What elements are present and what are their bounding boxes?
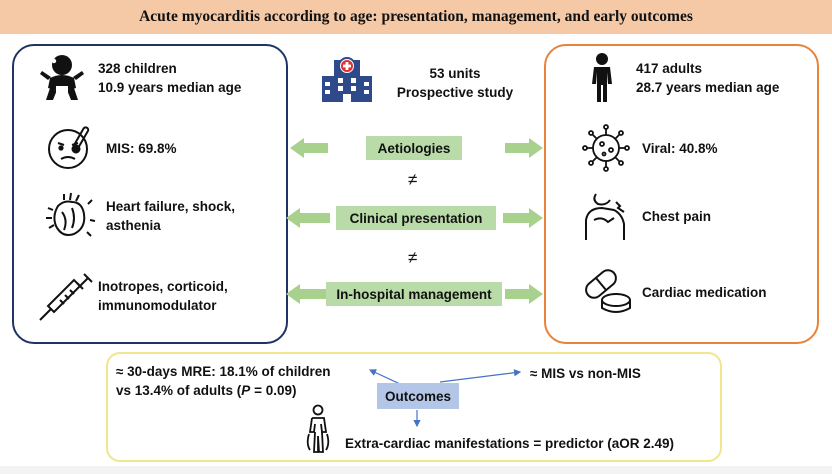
page-title: Acute myocarditis according to age: pres… [139,8,693,25]
not-equal-2: ≠ [408,248,418,267]
children-panel [12,44,288,344]
adults-medication-text: Cardiac medication [642,284,767,300]
arrow-right-1 [505,138,543,158]
title-bar: Acute myocarditis according to age: pres… [0,0,832,34]
arrow-right-2 [503,208,543,228]
mre-text: ≈ 30-days MRE: 18.1% of children vs 13.4… [116,362,330,400]
adults-chest-pain-text: Chest pain [642,208,712,224]
arrow-left-3 [286,284,326,304]
virus-icon [580,122,632,174]
children-mis-text: MIS: 69.8% [106,140,177,156]
label-clinical-presentation: Clinical presentation [336,206,496,230]
adults-header: 417 adults 28.7 years median age [584,52,779,104]
not-equal-1: ≠ [408,170,418,189]
children-row-presentation: Heart failure, shock, asthenia [44,190,235,242]
adults-viral-text: Viral: 40.8% [642,140,718,156]
adults-panel [544,44,819,344]
heart-icon [44,190,96,242]
children-row-aetiology: MIS: 69.8% [44,122,177,174]
outcomes-label: Outcomes [377,383,459,409]
sick-face-thermometer-icon [44,122,96,174]
adults-count: 417 adults [636,61,703,76]
children-management-line1: Inotropes, corticoid, [98,279,228,294]
limping-person-icon [300,404,336,454]
arrow-left-2 [286,208,330,228]
units-count: 53 units [429,66,481,81]
hospital-icon [320,52,374,106]
extra-cardiac-text: Extra-cardiac manifestations = predictor… [345,436,674,451]
adults-median-age: 28.7 years median age [636,80,780,95]
mre-line2: vs 13.4% of adults (P = 0.09) [116,383,297,398]
children-count: 328 children [98,61,177,76]
children-header: 328 children 10.9 years median age [36,52,241,104]
study-type: Prospective study [396,85,514,100]
pills-icon [580,266,632,318]
adults-row-aetiology: Viral: 40.8% [580,122,718,174]
adults-row-management: Cardiac medication [580,266,767,318]
children-management-line2: immunomodulator [98,298,217,313]
children-row-management: Inotropes, corticoid, immunomodulator [36,270,228,322]
children-median-age: 10.9 years median age [98,80,242,95]
label-in-hospital-management: In-hospital management [326,282,502,306]
arrow-left-1 [290,138,328,158]
arrow-right-3 [505,284,543,304]
syringe-icon [36,270,93,322]
children-presentation-line1: Heart failure, shock, [106,199,236,214]
outcome-connectors [368,369,522,428]
study-info: 53 units Prospective study [395,64,515,102]
mis-comparison-text: ≈ MIS vs non-MIS [530,366,641,381]
baby-icon [36,52,88,104]
mre-line1: ≈ 30-days MRE: 18.1% of children [116,364,331,379]
chest-pain-icon [580,190,632,242]
p-value-symbol: P [241,383,251,398]
label-aetiologies: Aetiologies [366,136,462,160]
adult-person-icon [584,52,620,104]
bottom-strip [0,466,832,474]
children-presentation-line2: asthenia [106,218,161,233]
adults-row-presentation: Chest pain [580,190,711,242]
